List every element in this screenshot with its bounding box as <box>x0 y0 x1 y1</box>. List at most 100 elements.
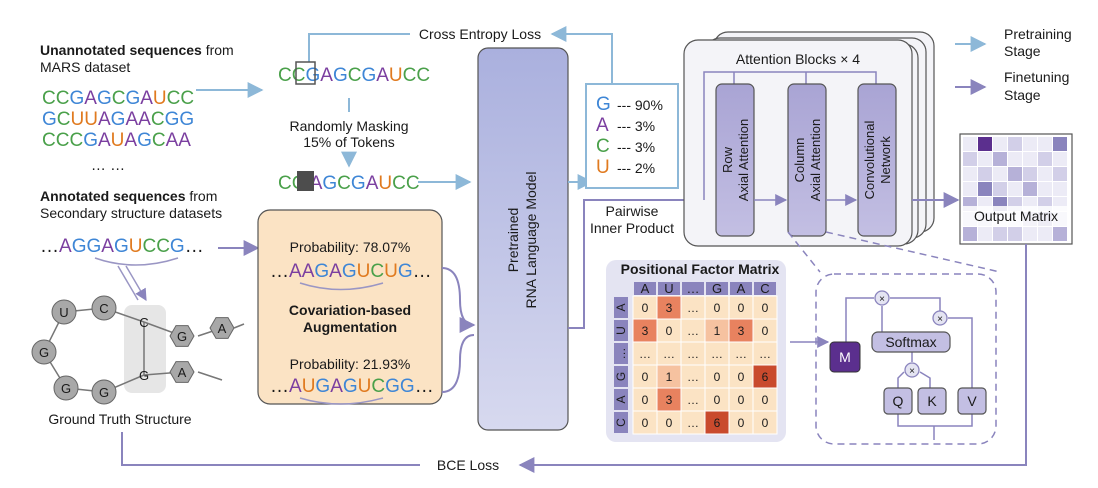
pfm-cell: 0 <box>738 416 745 430</box>
pfm-cell: 0 <box>762 301 769 315</box>
token-probabilities: G--- 90%A--- 3%C--- 3%U--- 2% <box>596 94 663 178</box>
structure-node-label: G <box>61 381 71 396</box>
pfm-row-header-bg <box>614 366 628 387</box>
pfm-col-header-bg <box>682 282 704 295</box>
prob-value-C: --- 3% <box>617 139 655 155</box>
unannotated-sequence-1: CCGAGCGAUCC <box>42 88 194 109</box>
pfm-title: Positional Factor Matrix <box>621 261 780 277</box>
prob-base-U: U <box>596 157 610 178</box>
column-attention-label-2: Axial Attention <box>808 119 823 201</box>
pfm-cell: … <box>639 347 651 361</box>
q-label: Q <box>893 393 904 409</box>
augment-arc-2 <box>299 397 384 405</box>
conv-label-2: Network <box>878 136 893 184</box>
pfm-row-header: C <box>614 418 628 427</box>
output-cell <box>993 167 1007 181</box>
augment-title-1: Covariation-based <box>289 302 411 318</box>
pfm-cell: 6 <box>762 370 769 384</box>
unannotated-sequence-2: GCUUAGAACGG <box>42 109 194 130</box>
legend-finetuning-label-2: Stage <box>1004 87 1041 103</box>
pfm-row-header-bg <box>614 412 628 433</box>
pfm-cell: … <box>687 301 699 315</box>
output-cell <box>1023 167 1037 181</box>
output-cell <box>963 182 977 196</box>
mask-original-text: CCGAGCGAUCC <box>278 65 430 86</box>
pfm-cell: … <box>687 393 699 407</box>
pfm-col-header: G <box>712 281 722 296</box>
output-cell <box>963 227 977 241</box>
annotated-pairing-arc <box>94 257 179 266</box>
ce-arrow-right <box>550 26 613 104</box>
unannotated-sequence-3: CCCGAUAGCAA <box>42 130 191 151</box>
annotated-to-structure-arrow <box>117 265 146 300</box>
structure-node <box>209 317 235 339</box>
pfm-row-header-bg <box>614 389 628 410</box>
conv-label-1: Convolutional <box>862 121 877 200</box>
residual-connections <box>703 71 877 200</box>
structure-node-label: G <box>139 368 149 383</box>
augment-title-2: Augmentation <box>303 319 397 335</box>
row-attention-label-2: Axial Attention <box>736 119 751 201</box>
row-axial-attention-box <box>715 83 755 237</box>
pfm-cell: 0 <box>666 416 673 430</box>
cross-entropy-loss-label: Cross Entropy Loss <box>419 26 541 42</box>
output-cell <box>963 152 977 166</box>
pfm-col-header-bg <box>634 282 656 295</box>
softmax-label: Softmax <box>885 334 936 350</box>
output-cell <box>993 137 1007 151</box>
output-cell <box>1008 227 1022 241</box>
pfm-cell: … <box>759 347 771 361</box>
pfm-cell: 3 <box>738 324 745 338</box>
output-cell <box>1053 167 1067 181</box>
multiply-symbol-right: × <box>937 314 943 325</box>
output-cell <box>963 167 977 181</box>
pfm-col-header: A <box>641 281 650 296</box>
pfm-cell: … <box>687 324 699 338</box>
output-cell <box>1053 182 1067 196</box>
k-label: K <box>927 393 937 409</box>
annotated-sequence-text: …AGGAGUCCG… <box>40 236 204 257</box>
column-attention-label-1: Column <box>792 138 807 183</box>
structure-node-label: A <box>178 365 187 380</box>
k-box <box>917 387 947 415</box>
prob-base-C: C <box>596 136 610 157</box>
input-split-lines <box>897 414 973 440</box>
pfm-cell: 0 <box>762 393 769 407</box>
output-cell <box>978 167 992 181</box>
masking-sequence-original: CCGAGCGAUCC <box>278 65 430 86</box>
multiply-symbol-top: × <box>879 294 885 305</box>
bce-loss-label: BCE Loss <box>437 457 499 473</box>
masking-label-2: 15% of Tokens <box>303 134 395 150</box>
pfm-cell: … <box>687 347 699 361</box>
prob-value-U: --- 2% <box>617 160 655 176</box>
pfm-cell: … <box>663 347 675 361</box>
pfm-row-header: A <box>614 395 628 403</box>
pfm-cell: 0 <box>762 324 769 338</box>
pfm-cell: 0 <box>738 301 745 315</box>
pfm-col-header-bg <box>706 282 728 295</box>
multiply-node-qk <box>904 362 920 378</box>
pfm-cell: … <box>687 370 699 384</box>
output-cell <box>978 227 992 241</box>
attention-blocks-title: Attention Blocks × 4 <box>736 51 860 67</box>
pfm-cell: 1 <box>714 324 721 338</box>
structure-node <box>91 295 117 321</box>
lm-label-1: Pretrained <box>505 208 521 273</box>
annotated-subtitle: Secondary structure datasets <box>40 205 222 221</box>
output-cell <box>1023 152 1037 166</box>
output-cell <box>1038 167 1052 181</box>
output-cell <box>1008 152 1022 166</box>
output-cell <box>1008 167 1022 181</box>
structure-node <box>169 361 195 383</box>
unannotated-ellipsis: … … <box>91 157 125 174</box>
output-cell <box>1023 137 1037 151</box>
backbone-link <box>197 371 223 381</box>
v-label: V <box>967 393 977 409</box>
pfm-row-header: … <box>614 348 628 360</box>
pfm-row-header-bg <box>614 297 628 318</box>
annotated-title-rest: from <box>185 188 217 204</box>
v-box <box>957 387 987 415</box>
output-cell <box>1038 182 1052 196</box>
